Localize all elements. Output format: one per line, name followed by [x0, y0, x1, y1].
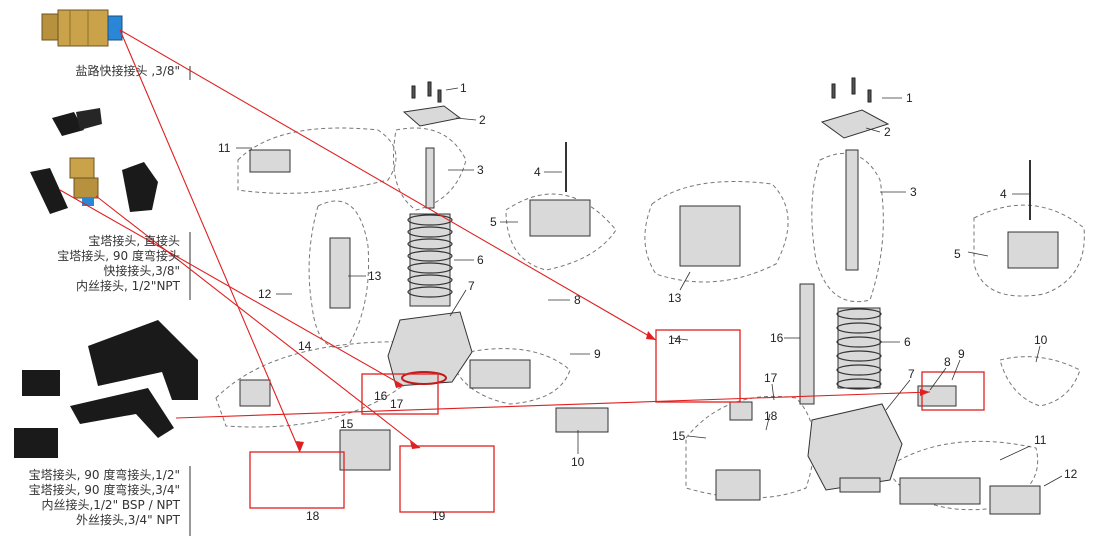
callout-right-3: 3 — [910, 185, 917, 199]
callout-left-1: 1 — [460, 81, 467, 95]
callout-right-2: 2 — [884, 125, 891, 139]
valve-exploded-view-icon — [215, 81, 617, 471]
highlight-box-19 — [399, 445, 495, 513]
callout-right-5: 5 — [954, 247, 961, 261]
callout-right-10: 10 — [1034, 333, 1048, 347]
callout-left-3: 3 — [477, 163, 484, 177]
callout-right-18: 18 — [764, 409, 778, 423]
callout-left-13: 13 — [368, 269, 382, 283]
callout-left-2: 2 — [479, 113, 486, 127]
callout-left-17: 17 — [390, 397, 404, 411]
brass-quick-connect-icon — [41, 9, 123, 47]
callout-right-13: 13 — [668, 291, 682, 305]
callout-left-14: 14 — [298, 339, 312, 353]
callout-left-7: 7 — [468, 279, 475, 293]
caption-line: 宝塔接头, 90 度弯接头,1/2" — [28, 468, 180, 482]
caption-line: 外丝接头,3/4" NPT — [75, 513, 180, 527]
callout-left-10: 10 — [571, 455, 585, 469]
callout-left-6: 6 — [477, 253, 484, 267]
highlight-box-18 — [249, 451, 345, 509]
highlight-box-17 — [361, 373, 439, 415]
barb-fitting-icon — [30, 108, 102, 214]
callout-left-4: 4 — [534, 165, 541, 179]
callout-right-8: 8 — [944, 355, 951, 369]
caption-fittings-set-a: 宝塔接头, 直接头 宝塔接头, 90 度弯接头 快接接头,3/8" 内丝接头, … — [20, 234, 180, 294]
callout-left-16: 16 — [374, 389, 388, 403]
callout-leaders-left — [236, 87, 590, 454]
callout-right-17: 17 — [764, 371, 778, 385]
callout-right-1: 1 — [906, 91, 913, 105]
brass-quick-connect-icon — [69, 157, 99, 206]
caption-brine-fitting: 盐路快接接头 ,3/8" — [20, 64, 180, 79]
elbow-fitting-icon — [122, 162, 158, 212]
callout-left-11: 11 — [218, 141, 231, 155]
caption-fittings-set-b: 宝塔接头, 90 度弯接头,1/2" 宝塔接头, 90 度弯接头,3/4" 内丝… — [10, 468, 180, 528]
caption-line: 盐路快接接头 ,3/8" — [75, 64, 180, 78]
callout-left-9: 9 — [594, 347, 601, 361]
callout-right-6: 6 — [904, 335, 911, 349]
callout-left-8: 8 — [574, 293, 581, 307]
caption-line: 快接接头,3/8" — [103, 264, 180, 278]
callout-right-7: 7 — [908, 367, 915, 381]
elbow-fitting-icon — [70, 320, 198, 438]
caption-line: 宝塔接头, 90 度弯接头 — [57, 249, 180, 263]
caption-line: 宝塔接头, 直接头 — [88, 234, 180, 248]
callout-leaders-right — [671, 97, 1063, 487]
highlight-box-14 — [655, 329, 741, 403]
callout-right-9: 9 — [958, 347, 965, 361]
callouts-right: 1 2 3 4 5 6 7 8 9 10 11 12 13 14 15 16 1… — [668, 91, 1078, 481]
callout-left-15: 15 — [340, 417, 354, 431]
callout-right-4: 4 — [1000, 187, 1007, 201]
reference-arrows — [59, 29, 931, 453]
caption-line: 内丝接头, 1/2"NPT — [75, 279, 180, 293]
valve-exploded-view-icon — [644, 77, 1085, 515]
callout-left-5: 5 — [490, 215, 497, 229]
callouts-left: 1 2 3 4 5 6 7 8 9 10 11 12 13 14 15 16 1… — [218, 81, 601, 523]
threaded-fitting-icon — [14, 370, 60, 458]
callout-right-16: 16 — [770, 331, 784, 345]
callout-right-14: 14 — [668, 333, 682, 347]
callout-left-18: 18 — [306, 509, 320, 523]
callout-right-11: 11 — [1034, 433, 1047, 447]
caption-line: 宝塔接头, 90 度弯接头,3/4" — [28, 483, 180, 497]
caption-line: 内丝接头,1/2" BSP / NPT — [41, 498, 180, 512]
callout-left-12: 12 — [258, 287, 272, 301]
callout-right-15: 15 — [672, 429, 686, 443]
callout-left-19: 19 — [432, 509, 446, 523]
callout-right-12: 12 — [1064, 467, 1078, 481]
